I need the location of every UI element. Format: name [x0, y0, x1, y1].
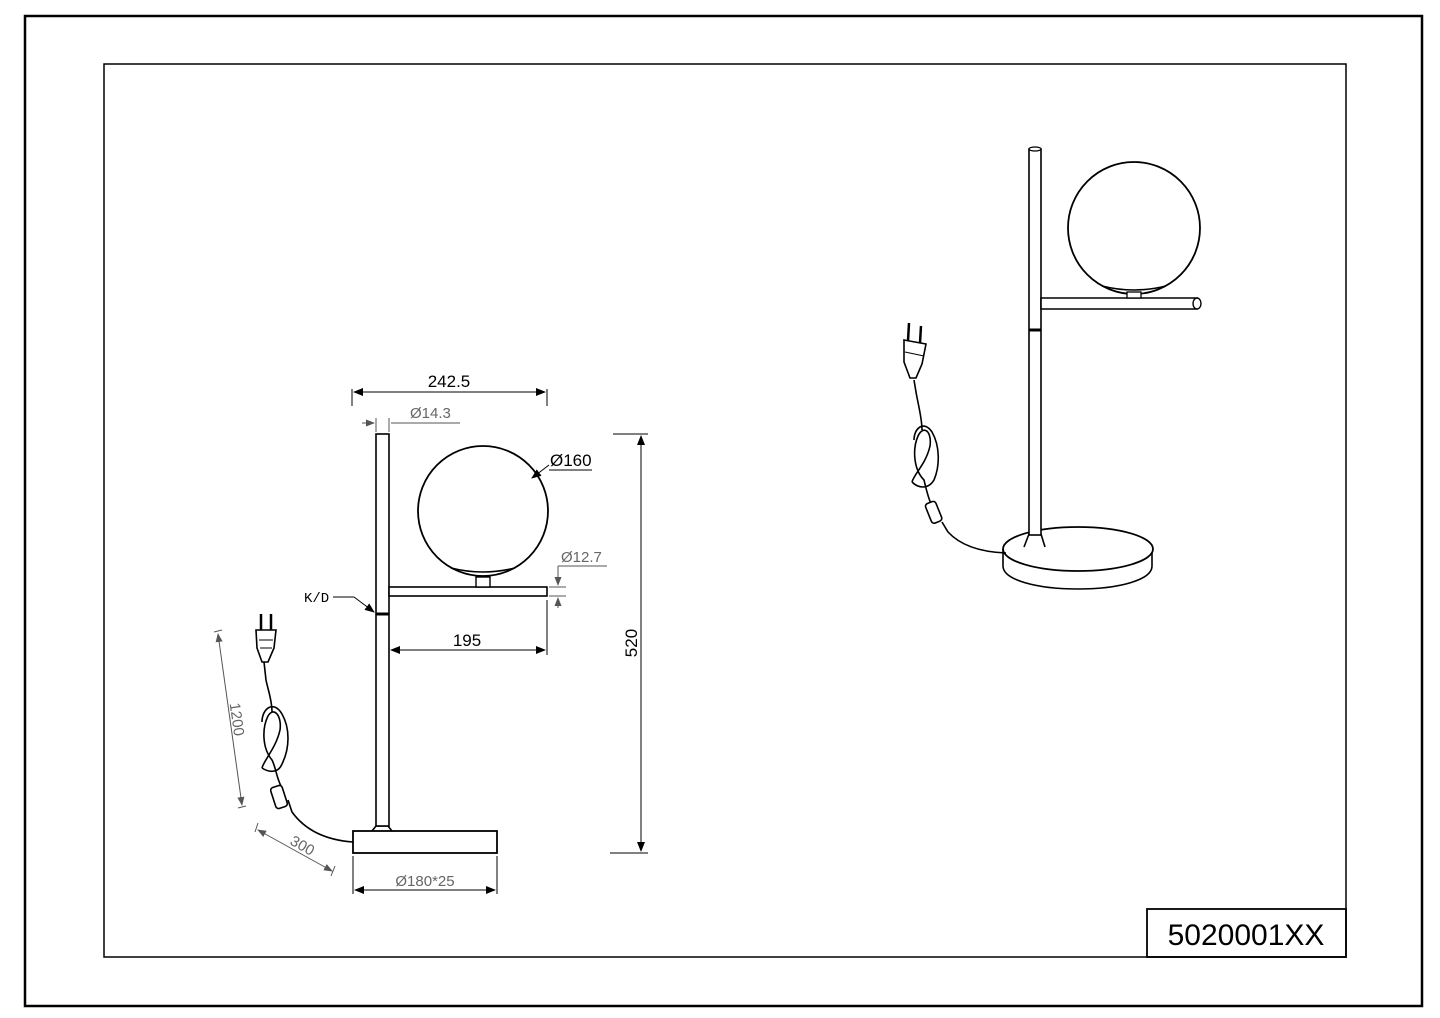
perspective-globe-holder — [1126, 291, 1142, 299]
dim-globe-diameter: Ø160 — [531, 451, 592, 479]
front-view: 242.5 Ø14.3 Ø160 Ø12.7 — [213, 372, 648, 894]
lamp-base — [352, 830, 498, 854]
arm-diameter-label: Ø12.7 — [561, 549, 602, 566]
globe-diameter-label: Ø160 — [550, 451, 592, 470]
overall-width-label: 242.5 — [428, 372, 471, 391]
power-cable — [261, 661, 354, 843]
lamp-rod — [375, 433, 390, 827]
dim-arm-diameter: Ø12.7 — [549, 549, 607, 608]
dim-height: 520 — [610, 433, 648, 854]
rod-diameter-label: Ø14.3 — [410, 405, 451, 422]
cable-length-label: 1200 — [226, 702, 247, 737]
dim-arm-length: 195 — [388, 600, 548, 655]
outer-frame — [23, 14, 1424, 1008]
dim-base: Ø180*25 — [352, 856, 498, 894]
kd-callout: K/D — [304, 591, 375, 613]
dim-cable-length: 1200 — [213, 629, 247, 809]
glass-globe — [417, 445, 549, 577]
perspective-cable — [911, 379, 1007, 554]
lamp-arm — [388, 586, 548, 597]
globe-collar — [450, 567, 516, 573]
perspective-cord-switch — [924, 500, 943, 524]
base-label: Ø180*25 — [395, 873, 454, 890]
perspective-plug — [903, 322, 927, 379]
perspective-base — [1002, 549, 1153, 590]
part-number: 5020001XX — [1168, 919, 1325, 952]
dim-overall-width: 242.5 — [351, 372, 548, 406]
title-block: 5020001XX — [1146, 908, 1347, 958]
arm-length-label: 195 — [453, 631, 481, 650]
perspective-rod-top — [1028, 146, 1042, 152]
kd-label: K/D — [304, 591, 329, 607]
perspective-rod — [1028, 148, 1042, 536]
height-label: 520 — [622, 629, 641, 657]
perspective-base-top — [1002, 526, 1154, 572]
perspective-arm-end — [1192, 297, 1202, 310]
perspective-globe — [1067, 161, 1201, 295]
power-plug — [255, 614, 277, 663]
cord-switch — [269, 784, 289, 810]
inner-frame — [103, 63, 1347, 958]
perspective-view — [903, 146, 1202, 590]
dim-switch-distance: 300 — [254, 822, 336, 877]
dim-rod-diameter: Ø14.3 — [362, 405, 460, 432]
perspective-globe-collar — [1101, 285, 1167, 291]
switch-distance-label: 300 — [287, 833, 317, 860]
perspective-arm — [1040, 297, 1198, 310]
globe-holder — [475, 576, 491, 588]
